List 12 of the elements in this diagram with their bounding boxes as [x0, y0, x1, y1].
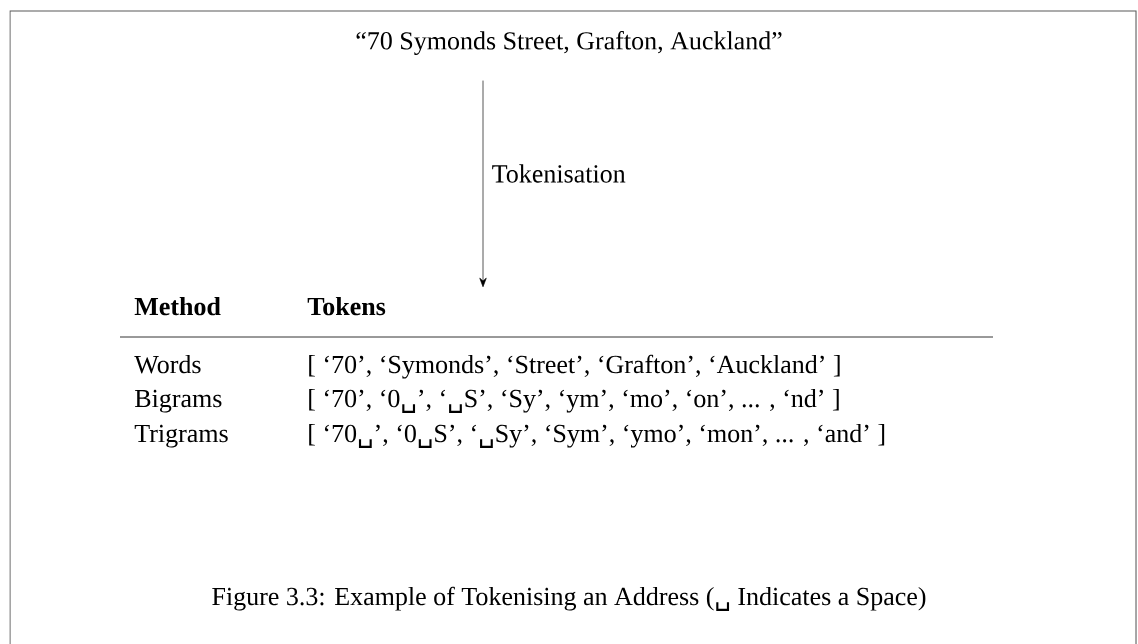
- table-cell: [ ‘70’, ‘Symonds’, ‘Street’, ‘Grafton’, ‘Auckland’ ]: [309, 354, 840, 379]
- column-header: Method: [134, 297, 221, 316]
- table-cell: Trigrams: [134, 424, 228, 448]
- table-cell: Words: [134, 355, 201, 374]
- table-cell: [ ‘70␣’, ‘0␣S’, ‘␣Sy’, ‘Sym’, ‘ymo’, ‘mon’, ... , ‘and’ ]: [309, 424, 885, 448]
- table-cell: Bigrams: [135, 389, 222, 413]
- address-text: “70 Symonds Street, Grafton, Auckland”: [356, 31, 782, 55]
- table-cell: [ ‘70’, ‘0␣’, ‘␣S’, ‘Sy’, ‘ym’, ‘mo’, ‘on’, ... , ‘nd’ ]: [309, 389, 839, 413]
- arrow: [479, 80, 487, 288]
- figure-caption: Figure 3.3: Example of Tokenising an Address (␣ Indicates a Space): [212, 586, 926, 611]
- edge-label: Tokenisation: [492, 164, 626, 183]
- column-header: Tokens: [307, 297, 386, 316]
